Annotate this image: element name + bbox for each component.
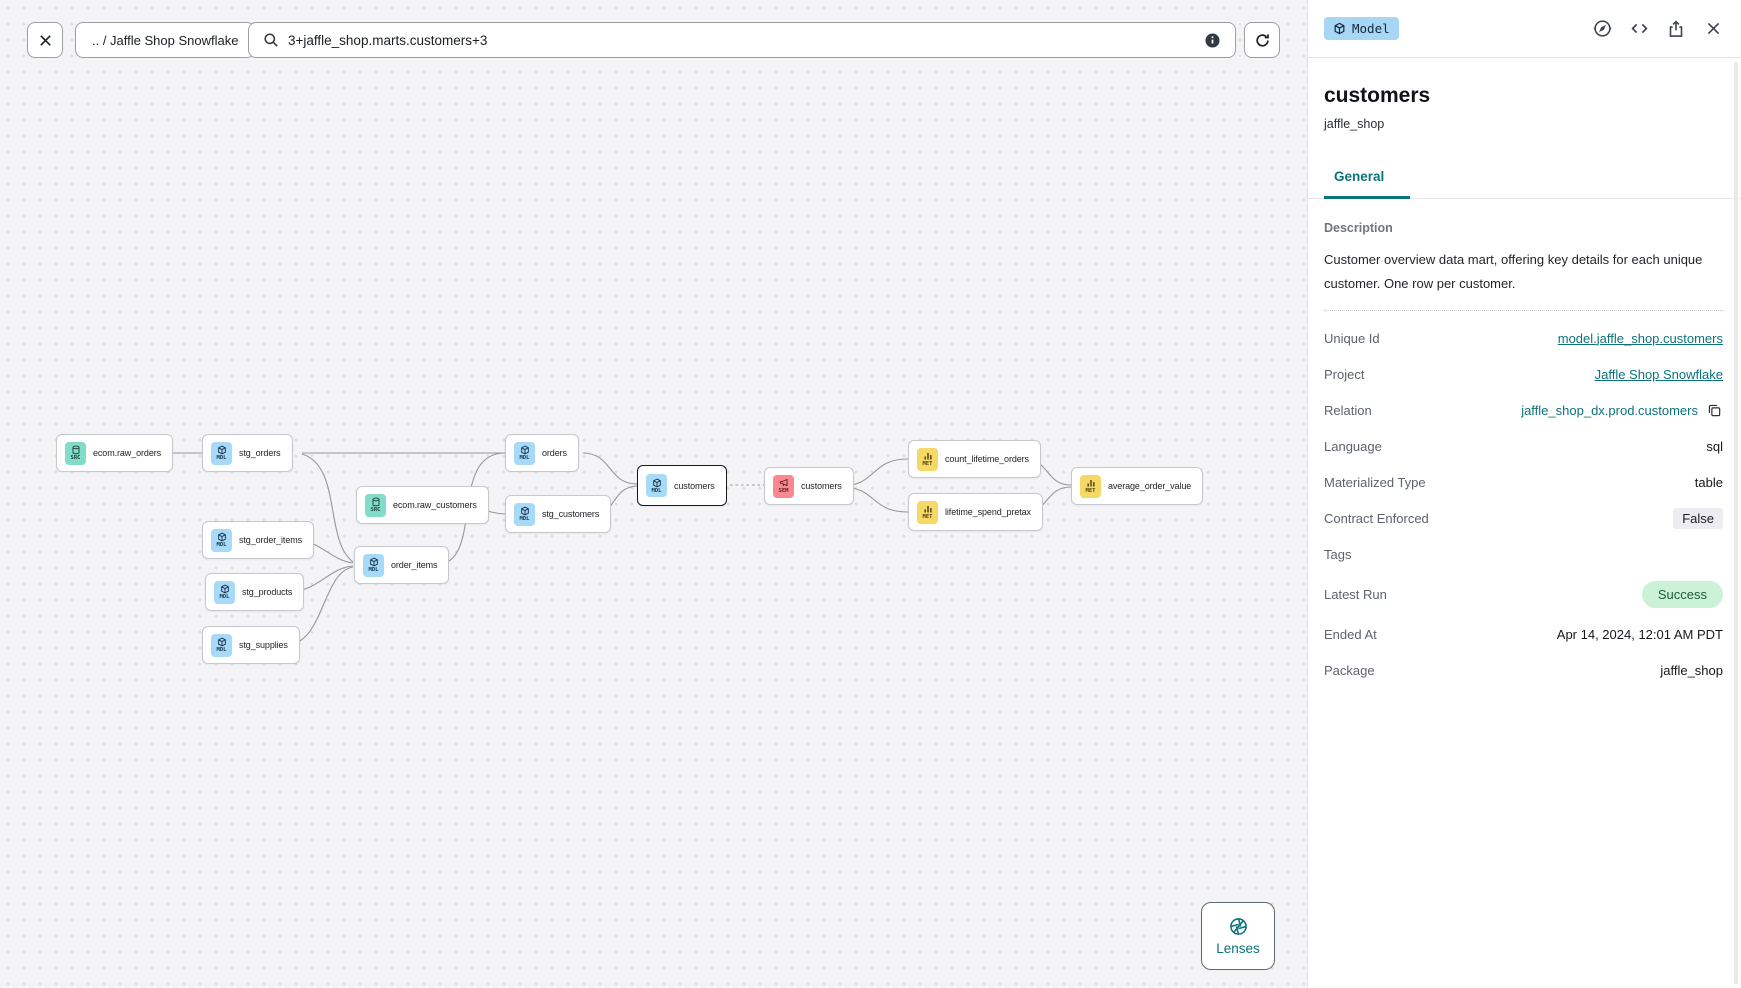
- lenses-button[interactable]: Lenses: [1201, 902, 1275, 970]
- model-node-icon: MDL: [514, 502, 535, 526]
- description-text: Customer overview data mart, offering ke…: [1324, 252, 1703, 291]
- status-badge: Success: [1641, 580, 1723, 608]
- field-row-unique-id: Unique Id model.jaffle_shop.customers: [1324, 330, 1723, 346]
- breadcrumb[interactable]: .. / Jaffle Shop Snowflake: [75, 22, 256, 58]
- graph-node-orders[interactable]: MDL orders: [505, 434, 579, 472]
- metric-node-icon: MET: [1080, 474, 1101, 498]
- field-row-package: Package jaffle_shop: [1324, 662, 1723, 678]
- graph-node-stg-customers[interactable]: MDL stg_customers: [505, 495, 612, 533]
- metric-node-icon: MET: [917, 447, 938, 471]
- model-node-icon: MDL: [211, 528, 232, 552]
- code-button[interactable]: [1627, 17, 1651, 41]
- copy-icon[interactable]: [1705, 401, 1723, 419]
- divider: [1324, 310, 1723, 311]
- field-row-relation: Relation jaffle_shop_dx.prod.customers: [1324, 392, 1723, 428]
- search-icon: [263, 32, 279, 48]
- field-row-language: Language sql: [1324, 438, 1723, 454]
- package-subtitle: jaffle_shop: [1324, 117, 1385, 131]
- field-row-project: Project Jaffle Shop Snowflake: [1324, 366, 1723, 382]
- model-node-icon: MDL: [514, 441, 535, 465]
- field-row-ended-at: Ended At Apr 14, 2024, 12:01 AM PDT: [1324, 626, 1723, 642]
- model-node-icon: MDL: [363, 553, 384, 577]
- details-panel-body: customers jaffle_shop General Descriptio…: [1308, 84, 1741, 688]
- graph-node-customers-model[interactable]: MDL customers: [637, 465, 727, 506]
- panel-scrollbar[interactable]: [1734, 62, 1738, 984]
- field-row-tags: Tags: [1324, 546, 1352, 562]
- info-icon[interactable]: [1204, 32, 1221, 49]
- graph-node-stg-order-items[interactable]: MDL stg_order_items: [202, 521, 315, 559]
- model-node-icon: MDL: [211, 441, 232, 465]
- metric-node-icon: MET: [917, 500, 938, 524]
- resource-type-badge: Model: [1324, 17, 1399, 40]
- relation-value: jaffle_shop_dx.prod.customers: [1521, 402, 1698, 418]
- refresh-button[interactable]: [1244, 22, 1280, 58]
- model-node-icon: MDL: [214, 580, 235, 604]
- lineage-search: [248, 22, 1236, 58]
- model-node-icon: MDL: [646, 474, 667, 497]
- explore-compass-button[interactable]: [1590, 17, 1614, 41]
- model-node-icon: MDL: [211, 633, 232, 657]
- graph-node-lifetime-spend-pretax[interactable]: MET lifetime_spend_pretax: [908, 493, 1043, 531]
- graph-node-stg-products[interactable]: MDL stg_products: [205, 573, 305, 611]
- panel-tabs: General: [1308, 169, 1741, 199]
- source-node-icon: SRC: [65, 441, 86, 465]
- details-panel-header: Model: [1308, 0, 1741, 58]
- page-title: customers: [1324, 84, 1431, 107]
- graph-node-count-lifetime-orders[interactable]: MET count_lifetime_orders: [908, 440, 1041, 478]
- description-label: Description: [1324, 221, 1393, 235]
- graph-node-stg-orders[interactable]: MDL stg_orders: [202, 434, 293, 472]
- lenses-aperture-icon: [1229, 917, 1248, 936]
- graph-node-average-order-value[interactable]: MET average_order_value: [1071, 467, 1204, 505]
- tab-general[interactable]: General: [1324, 169, 1411, 199]
- share-button[interactable]: [1664, 17, 1688, 41]
- search-input[interactable]: [288, 32, 1195, 48]
- close-lineage-button[interactable]: [27, 22, 63, 58]
- cube-icon: [1333, 22, 1346, 35]
- graph-node-ecom-raw-orders[interactable]: SRC ecom.raw_orders: [56, 434, 174, 472]
- unique-id-link[interactable]: model.jaffle_shop.customers: [1557, 330, 1723, 346]
- graph-node-ecom-raw-customers[interactable]: SRC ecom.raw_customers: [356, 486, 489, 524]
- contract-enforced-badge: False: [1673, 507, 1723, 529]
- lineage-canvas[interactable]: .. / Jaffle Shop Snowflake SRC ecom.raw_…: [0, 0, 1307, 988]
- graph-node-stg-supplies[interactable]: MDL stg_supplies: [202, 626, 300, 664]
- graph-node-customers-semantic[interactable]: SEM customers: [764, 467, 854, 505]
- source-node-icon: SRC: [365, 493, 386, 517]
- field-row-materialized-type: Materialized Type table: [1324, 474, 1723, 490]
- semantic-model-node-icon: SEM: [773, 474, 794, 498]
- project-link[interactable]: Jaffle Shop Snowflake: [1594, 366, 1723, 382]
- field-row-latest-run: Latest Run Success: [1324, 572, 1723, 616]
- close-icon: [38, 33, 53, 48]
- details-panel: Model customers jaffle_shop General Desc…: [1307, 0, 1741, 988]
- close-panel-button[interactable]: [1701, 17, 1725, 41]
- field-row-contract-enforced: Contract Enforced False: [1324, 500, 1723, 536]
- graph-node-order-items[interactable]: MDL order_items: [354, 546, 450, 584]
- refresh-icon: [1254, 32, 1271, 49]
